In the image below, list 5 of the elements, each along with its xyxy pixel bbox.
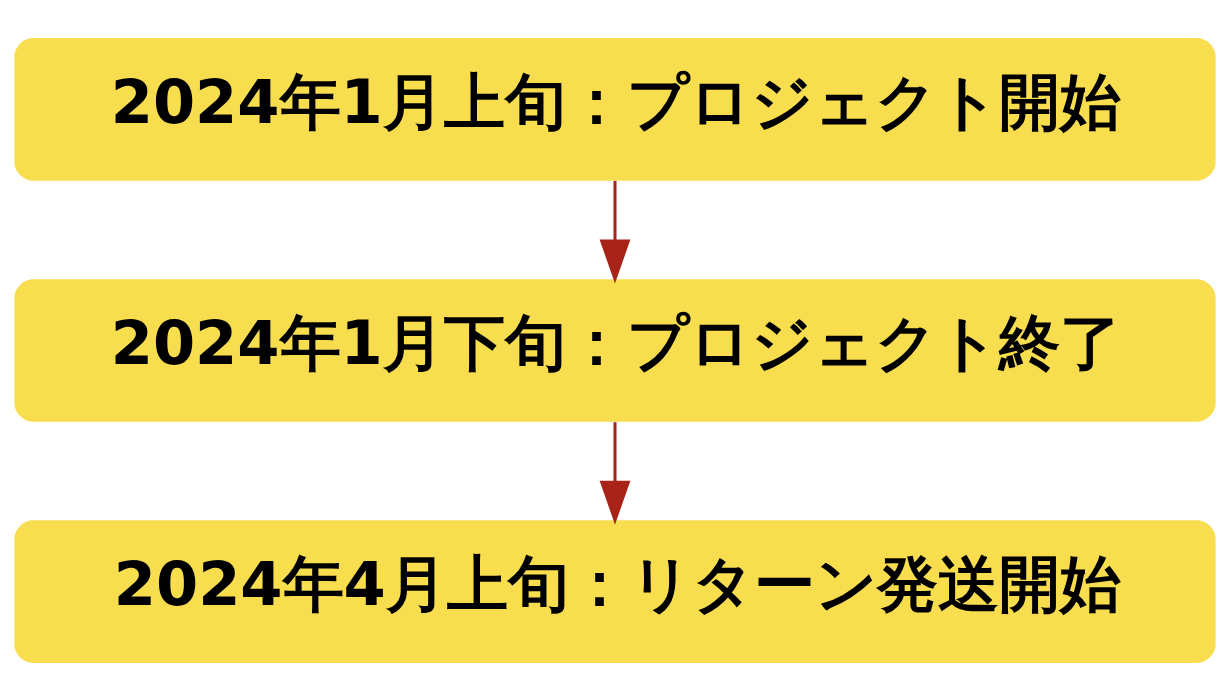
arrow bbox=[599, 421, 631, 525]
node-box: 2024年4月上旬：リターン発送開始 bbox=[14, 519, 1216, 663]
node-box: 2024年1月上旬：プロジェクト開始 bbox=[14, 37, 1216, 181]
arrow bbox=[599, 180, 631, 283]
node-box: 2024年1月下旬：プロジェクト終了 bbox=[14, 278, 1216, 422]
